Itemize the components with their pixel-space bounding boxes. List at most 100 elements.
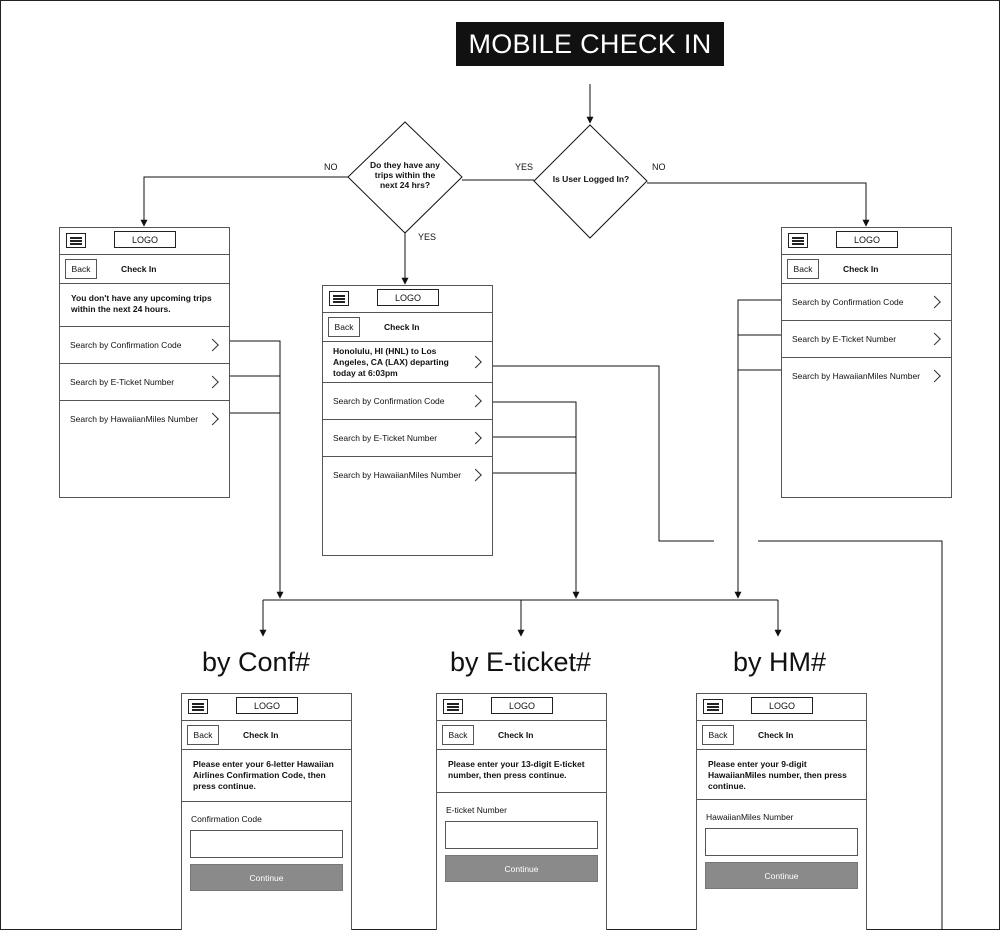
check-in-title: Check In — [843, 264, 879, 274]
chevron-right-icon — [928, 295, 941, 309]
field-label: HawaiianMiles Number — [706, 812, 794, 822]
hamburger-menu-icon[interactable] — [329, 291, 349, 306]
arrow-no-trips — [140, 176, 348, 227]
instruction-message: Please enter your 6-letter Hawaiian Airl… — [182, 750, 351, 802]
hamburger-menu-icon[interactable] — [188, 699, 208, 714]
search-conf-row[interactable]: Search by Confirmation Code — [782, 284, 951, 321]
line-left-conf — [213, 340, 281, 598]
search-conf-row[interactable]: Search by Confirmation Code — [60, 327, 229, 364]
phone-header: LOGO — [323, 286, 492, 313]
chevron-right-icon — [469, 468, 482, 482]
phone-by-eticket: LOGO Back Check In Please enter your 13-… — [436, 693, 607, 930]
hawaiianmiles-number-input[interactable] — [705, 828, 858, 856]
search-hm-row[interactable]: Search by HawaiianMiles Number — [60, 401, 229, 437]
phone-by-conf: LOGO Back Check In Please enter your 6-l… — [181, 693, 352, 930]
phone-header: LOGO — [697, 694, 866, 721]
hamburger-menu-icon[interactable] — [66, 233, 86, 248]
decision-logged-in-shape — [533, 124, 648, 239]
logo: LOGO — [751, 697, 813, 714]
phone-subheader: Back Check In — [782, 255, 951, 284]
row-label: Search by E-Ticket Number — [70, 377, 175, 387]
search-conf-row[interactable]: Search by Confirmation Code — [323, 383, 492, 420]
chevron-right-icon — [206, 338, 219, 352]
chevron-right-icon — [469, 355, 482, 369]
phone-has-trips: LOGO Back Check In Honolulu, HI (HNL) to… — [322, 285, 493, 556]
trip-row[interactable]: Honolulu, HI (HNL) to Los Angeles, CA (L… — [323, 342, 492, 383]
check-in-title: Check In — [498, 730, 534, 740]
trip-label: Honolulu, HI (HNL) to Los Angeles, CA (L… — [333, 345, 449, 378]
decision-trips-text: Do they have any trips within the next 2… — [370, 160, 440, 190]
continue-button[interactable]: Continue — [445, 855, 598, 882]
arrow-no-logged-in — [647, 182, 870, 227]
phone-subheader: Back Check In — [437, 721, 606, 750]
phone-subheader: Back Check In — [60, 255, 229, 284]
back-button[interactable]: Back — [442, 725, 474, 745]
search-eticket-row[interactable]: Search by E-Ticket Number — [60, 364, 229, 401]
phone-no-trips: LOGO Back Check In You don't have any up… — [59, 227, 230, 498]
phone-subheader: Back Check In — [697, 721, 866, 750]
logo: LOGO — [236, 697, 298, 714]
chevron-right-icon — [206, 375, 219, 389]
phone-header: LOGO — [437, 694, 606, 721]
label-no-trips: NO — [324, 162, 338, 172]
field-label: Confirmation Code — [191, 814, 262, 824]
confirmation-code-input[interactable] — [190, 830, 343, 858]
eticket-number-input[interactable] — [445, 821, 598, 849]
phone-header: LOGO — [782, 228, 951, 255]
chevron-right-icon — [928, 369, 941, 383]
check-in-title: Check In — [243, 730, 279, 740]
logo: LOGO — [491, 697, 553, 714]
phone-subheader: Back Check In — [323, 313, 492, 342]
back-button[interactable]: Back — [787, 259, 819, 279]
label-no-logged-in: NO — [652, 162, 666, 172]
page-title: MOBILE CHECK IN — [456, 22, 724, 66]
row-label: Search by HawaiianMiles Number — [333, 470, 462, 480]
row-label: Search by HawaiianMiles Number — [70, 414, 199, 424]
search-eticket-row[interactable]: Search by E-Ticket Number — [323, 420, 492, 457]
logo: LOGO — [377, 289, 439, 306]
hamburger-menu-icon[interactable] — [788, 233, 808, 248]
back-button[interactable]: Back — [702, 725, 734, 745]
search-hm-row[interactable]: Search by HawaiianMiles Number — [323, 457, 492, 493]
phone-header: LOGO — [60, 228, 229, 255]
line-right-conf — [737, 299, 781, 598]
row-label: Search by E-Ticket Number — [792, 334, 897, 344]
back-button[interactable]: Back — [65, 259, 97, 279]
check-in-title: Check In — [121, 264, 157, 274]
logo: LOGO — [114, 231, 176, 248]
chevron-right-icon — [469, 394, 482, 408]
chevron-right-icon — [469, 431, 482, 445]
continue-button[interactable]: Continue — [705, 862, 858, 889]
back-button[interactable]: Back — [187, 725, 219, 745]
phone-header: LOGO — [182, 694, 351, 721]
phone-subheader: Back Check In — [182, 721, 351, 750]
section-title-conf: by Conf# — [202, 647, 311, 677]
logo: LOGO — [836, 231, 898, 248]
row-label: Search by E-Ticket Number — [333, 433, 438, 443]
phone-by-hm: LOGO Back Check In Please enter your 9-d… — [696, 693, 867, 930]
hamburger-menu-icon[interactable] — [703, 699, 723, 714]
continue-button[interactable]: Continue — [190, 864, 343, 891]
line-mid-conf — [475, 401, 577, 598]
line-trip-route-b — [758, 540, 943, 930]
no-trips-message: You don't have any upcoming trips within… — [60, 284, 229, 327]
hamburger-menu-icon[interactable] — [443, 699, 463, 714]
line-trip-route-a — [480, 365, 714, 542]
check-in-title: Check In — [758, 730, 794, 740]
decision-logged-in-text: Is User Logged In? — [552, 174, 630, 184]
search-hm-row[interactable]: Search by HawaiianMiles Number — [782, 358, 951, 394]
row-label: Search by HawaiianMiles Number — [792, 371, 921, 381]
chevron-right-icon — [206, 412, 219, 426]
field-label: E-ticket Number — [446, 805, 507, 815]
section-title-eticket: by E-ticket# — [450, 647, 592, 677]
row-label: Search by Confirmation Code — [792, 297, 904, 307]
label-yes-logged-in: YES — [515, 162, 534, 172]
section-title-hm: by HM# — [733, 647, 827, 677]
phone-not-logged-in: LOGO Back Check In Search by Confirmatio… — [781, 227, 952, 498]
instruction-message: Please enter your 13-digit E-ticket numb… — [437, 750, 606, 793]
search-eticket-row[interactable]: Search by E-Ticket Number — [782, 321, 951, 358]
back-button[interactable]: Back — [328, 317, 360, 337]
instruction-message: Please enter your 9-digit HawaiianMiles … — [697, 750, 866, 800]
